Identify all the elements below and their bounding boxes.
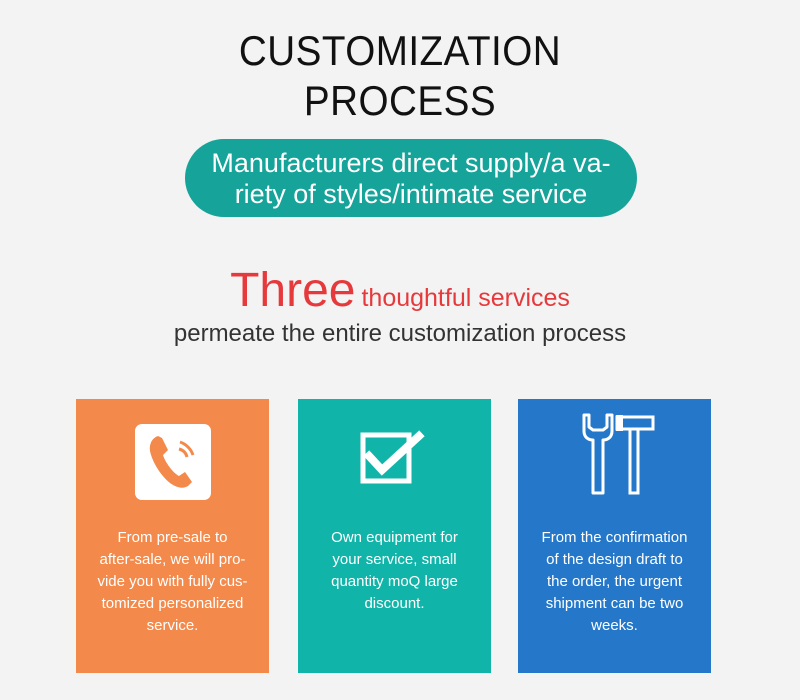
card-text-line: From the confirmation <box>541 529 688 546</box>
card-text-line: of the design draft to <box>546 551 683 568</box>
card-text-line: weeks. <box>591 617 638 634</box>
page-title: CUSTOMIZATION PROCESS <box>32 26 768 126</box>
service-card-equipment-text: Own equipment for your service, small qu… <box>310 527 479 615</box>
service-card-equipment: Own equipment for your service, small qu… <box>298 399 491 673</box>
checkmark-svg <box>360 430 425 484</box>
phone-svg <box>149 436 194 488</box>
subheadline: permeate the entire customization proces… <box>173 320 627 347</box>
service-card-shipment-text: From the confirmation of the design draf… <box>530 527 699 637</box>
card-text-line: shipment can be two <box>545 595 684 612</box>
service-card-shipment: From the confirmation of the design draf… <box>518 399 711 673</box>
headline-three: Three <box>230 264 356 317</box>
service-card-pre-sale-text: From pre-sale to after-sale, we will pro… <box>88 527 257 637</box>
card-text-line: From pre-sale to <box>117 529 228 546</box>
service-card-pre-sale: From pre-sale to after-sale, we will pro… <box>76 399 269 673</box>
card-text-line: service. <box>146 617 199 634</box>
checkmark-icon <box>351 427 439 498</box>
tools-svg <box>582 413 654 495</box>
page-title-line-1: CUSTOMIZATION <box>238 27 562 74</box>
card-text-line: vide you with fully cus- <box>97 573 248 590</box>
feature-pill-line-2: riety of styles/intimate service <box>234 179 588 209</box>
card-text-line: quantity moQ large <box>331 573 458 590</box>
card-text-line: Own equipment for <box>331 529 458 546</box>
feature-pill-line-1: Manufacturers direct supply/a va- <box>211 148 611 178</box>
phone-icon <box>134 424 211 500</box>
card-text-line: tomized personalized <box>101 595 244 612</box>
card-text-line: the order, the urgent <box>546 573 683 590</box>
card-text-line: your service, small <box>332 551 457 568</box>
page-title-line-2: PROCESS <box>303 77 497 124</box>
card-text-line: after-sale, we will pro- <box>99 551 246 568</box>
tools-icon <box>567 409 663 504</box>
feature-pill: Manufacturers direct supply/a va- riety … <box>185 139 637 217</box>
card-text-line: discount. <box>364 595 425 612</box>
headline-rest: thoughtful services <box>361 284 570 312</box>
phone-icon-box <box>134 424 211 500</box>
